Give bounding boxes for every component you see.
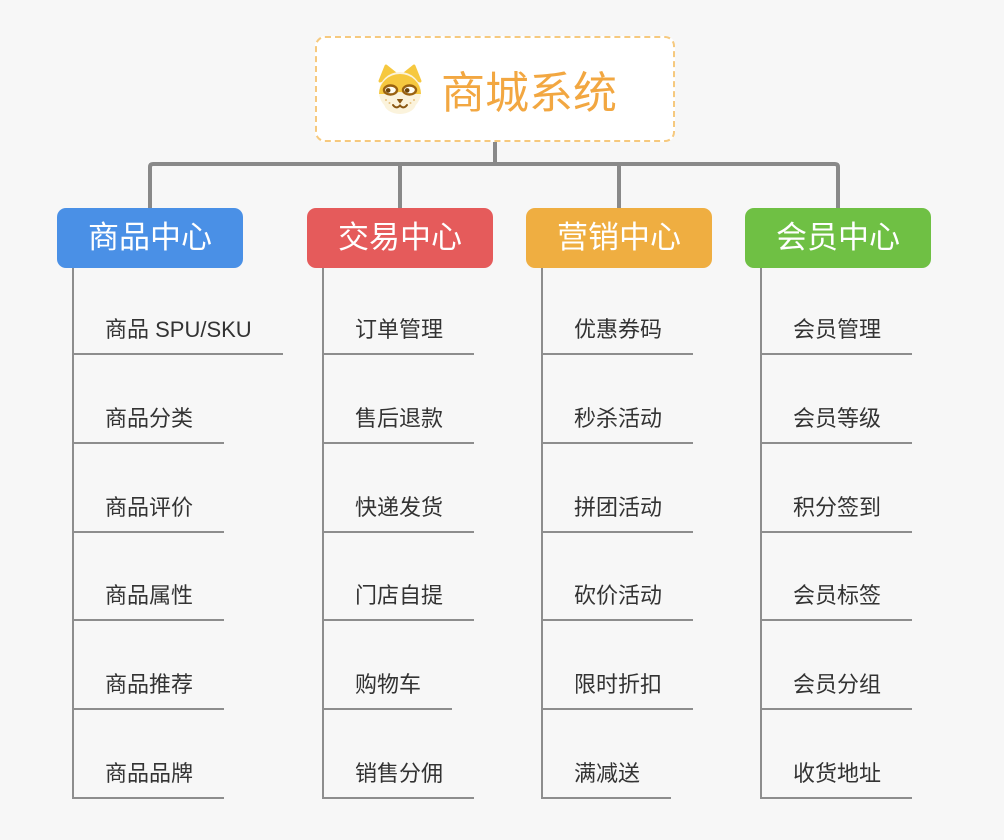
leaf-topic[interactable]: 售后退款 (323, 404, 475, 444)
leaf-topic[interactable]: 会员管理 (761, 315, 913, 355)
leaf-topic[interactable]: 收货地址 (761, 759, 913, 799)
leaf-topic[interactable]: 会员分组 (761, 670, 913, 710)
leaf-topic[interactable]: 商品推荐 (73, 670, 225, 710)
leaf-topic[interactable]: 门店自提 (323, 581, 475, 621)
leaf-topic[interactable]: 商品品牌 (73, 759, 225, 799)
leaf-topic[interactable]: 优惠券码 (542, 315, 694, 355)
leaf-topic[interactable]: 商品 SPU/SKU (73, 315, 283, 355)
branch-topic-product[interactable]: 商品中心 (57, 208, 243, 268)
leaf-topic[interactable]: 订单管理 (323, 315, 475, 355)
leaf-topic[interactable]: 快递发货 (323, 493, 475, 533)
leaf-topic[interactable]: 砍价活动 (542, 581, 694, 621)
branch-child-line (72, 268, 74, 799)
branch-child-line (322, 268, 324, 799)
leaf-topic[interactable]: 会员等级 (761, 404, 913, 444)
leaf-topic[interactable]: 会员标签 (761, 581, 913, 621)
root-topic-label: 商城系统 (441, 69, 617, 118)
leaf-topic[interactable]: 限时折扣 (542, 670, 694, 710)
leaf-topic[interactable]: 商品属性 (73, 581, 225, 621)
leaf-topic[interactable]: 商品分类 (73, 404, 225, 444)
dog-face-icon (373, 64, 427, 114)
branch-topic-marketing[interactable]: 营销中心 (526, 208, 712, 268)
leaf-topic[interactable]: 销售分佣 (323, 759, 475, 799)
leaf-topic[interactable]: 商品评价 (73, 493, 225, 533)
leaf-topic[interactable]: 积分签到 (761, 493, 913, 533)
leaf-topic[interactable]: 秒杀活动 (542, 404, 694, 444)
branch-child-line (541, 268, 543, 799)
branch-child-line (760, 268, 762, 799)
leaf-topic[interactable]: 满减送 (542, 759, 672, 799)
branch-topic-member[interactable]: 会员中心 (745, 208, 931, 268)
leaf-topic[interactable]: 购物车 (323, 670, 453, 710)
root-topic[interactable]: 商城系统 (315, 36, 675, 142)
leaf-topic[interactable]: 拼团活动 (542, 493, 694, 533)
branch-topic-trade[interactable]: 交易中心 (307, 208, 493, 268)
